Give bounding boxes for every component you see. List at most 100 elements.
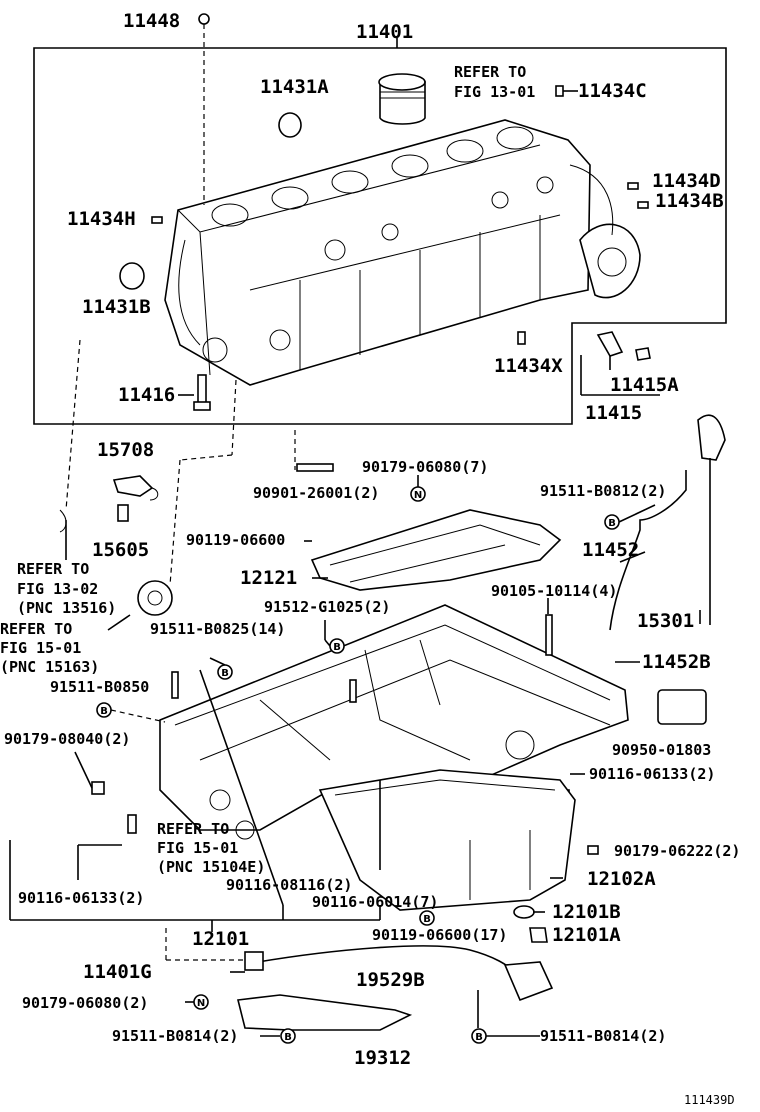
- svg-text:N: N: [197, 998, 205, 1009]
- pin-11434C: [555, 85, 564, 97]
- label-91511-B0812: 91511-B0812(2): [540, 482, 666, 500]
- label-19529B: 19529B: [356, 969, 425, 991]
- label-15605: 15605: [92, 539, 149, 561]
- block-assembly-frame: [33, 47, 727, 425]
- symbol-n-2: N: [193, 994, 209, 1010]
- dipstick-guide: [609, 414, 726, 631]
- label-15708: 15708: [97, 439, 154, 461]
- symbol-b-7: B: [280, 1028, 296, 1044]
- label-91511-B0825: 91511-B0825(14): [150, 620, 285, 638]
- seal-packing-90950: [657, 689, 707, 725]
- label-90179-06080-7: 90179-06080(7): [362, 458, 488, 476]
- pulley-refer: [137, 580, 173, 616]
- pin-11434H: [151, 216, 163, 224]
- label-90179-06080-2: 90179-06080(2): [22, 994, 148, 1012]
- refer-pnc-4: (PNC 15104E): [157, 858, 265, 876]
- label-90105-10114: 90105-10114(4): [491, 582, 617, 600]
- label-90119-06600-17: 90119-06600(17): [372, 926, 507, 944]
- svg-text:B: B: [100, 706, 108, 717]
- plug-11431A: [278, 112, 302, 138]
- refer-fig-2: FIG 13-02: [17, 580, 98, 598]
- label-91511-B0814-a: 91511-B0814(2): [540, 1027, 666, 1045]
- symbol-n-1: N: [410, 486, 426, 502]
- label-15301: 15301: [637, 610, 694, 632]
- label-90116-06133-a: 90116-06133(2): [589, 765, 715, 783]
- gasket-12101B: [513, 905, 535, 919]
- figure-id: 111439D: [684, 1093, 735, 1107]
- label-11415: 11415: [585, 402, 642, 424]
- cylinder-block: [164, 119, 641, 386]
- bracket-15708: [112, 475, 154, 497]
- symbol-b-4: B: [96, 702, 112, 718]
- pin-11434B: [637, 201, 649, 209]
- label-19312: 19312: [354, 1047, 411, 1069]
- symbol-b-5: B: [419, 910, 435, 926]
- refer-fig-3: FIG 15-01: [0, 639, 81, 657]
- label-11448: 11448: [123, 10, 180, 32]
- label-11401G: 11401G: [83, 961, 152, 983]
- refer-to-2: REFER TO: [17, 560, 89, 578]
- pin-11434D: [627, 182, 639, 190]
- nut-90179-06222: [587, 845, 599, 855]
- label-90116-08116: 90116-08116(2): [226, 876, 352, 894]
- oil-baffle-plate: [310, 509, 562, 591]
- label-11434D: 11434D: [652, 170, 721, 192]
- oil-pan-lower: [318, 769, 576, 911]
- svg-text:N: N: [414, 490, 422, 501]
- svg-text:B: B: [333, 642, 341, 653]
- svg-text:B: B: [475, 1032, 483, 1043]
- label-11415A: 11415A: [610, 374, 679, 396]
- svg-text:B: B: [423, 914, 431, 925]
- stud-90116-06133: [127, 814, 137, 834]
- label-90179-08040: 90179-08040(2): [4, 730, 130, 748]
- plug-12101A: [529, 927, 548, 943]
- bolt-11416: [178, 374, 211, 411]
- refer-to-3: REFER TO: [0, 620, 72, 638]
- svg-text:B: B: [284, 1032, 292, 1043]
- label-12121: 12121: [240, 567, 297, 589]
- stud-90901: [296, 463, 334, 472]
- plug-11431B: [119, 262, 145, 290]
- label-91512-G1025: 91512-G1025(2): [264, 598, 390, 616]
- label-90950-01803: 90950-01803: [612, 741, 711, 759]
- plug-11448: [198, 13, 210, 25]
- svg-text:B: B: [608, 518, 616, 529]
- seal-11415: [596, 331, 651, 370]
- label-11434C: 11434C: [578, 80, 647, 102]
- label-12101A: 12101A: [552, 924, 621, 946]
- oil-pan-baffle-19312: [237, 994, 413, 1031]
- refer-to-1: REFER TO: [454, 63, 526, 81]
- plug-90179-08040: [91, 781, 105, 795]
- label-11434H: 11434H: [67, 208, 136, 230]
- symbol-b-3: B: [217, 664, 233, 680]
- label-90116-06133-b: 90116-06133(2): [18, 889, 144, 907]
- label-11452: 11452: [582, 539, 639, 561]
- refer-pnc-2: (PNC 13516): [17, 599, 116, 617]
- label-12102A: 12102A: [587, 868, 656, 890]
- label-11452B: 11452B: [642, 651, 711, 673]
- label-12101B: 12101B: [552, 901, 621, 923]
- label-90901-26001: 90901-26001(2): [253, 484, 379, 502]
- label-90119-06600: 90119-06600: [186, 531, 285, 549]
- label-12101: 12101: [192, 928, 249, 950]
- label-11401: 11401: [356, 21, 413, 43]
- pin-11434X: [517, 331, 526, 345]
- symbol-b-6: B: [471, 1028, 487, 1044]
- label-11431A: 11431A: [260, 76, 329, 98]
- jet-15605: [117, 504, 129, 522]
- refer-fig-4: FIG 15-01: [157, 839, 238, 857]
- label-91511-B0850: 91511-B0850: [50, 678, 149, 696]
- label-11416: 11416: [118, 384, 175, 406]
- label-90179-06222: 90179-06222(2): [614, 842, 740, 860]
- symbol-b-2: B: [329, 638, 345, 654]
- piston: [378, 73, 426, 125]
- label-11434B: 11434B: [655, 190, 724, 212]
- label-11434X: 11434X: [494, 355, 563, 377]
- label-11431B: 11431B: [82, 296, 151, 318]
- symbol-b-1: B: [604, 514, 620, 530]
- refer-pnc-3: (PNC 15163): [0, 658, 99, 676]
- label-90116-06014: 90116-06014(7): [312, 893, 438, 911]
- label-91511-B0814-b: 91511-B0814(2): [112, 1027, 238, 1045]
- oil-level-sensor-harness: [230, 945, 554, 1002]
